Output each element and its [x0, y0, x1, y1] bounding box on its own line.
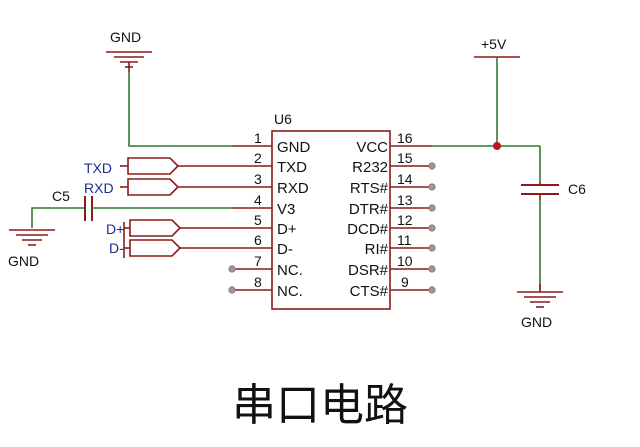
ic-ref-label: U6: [274, 111, 292, 127]
svg-text:NC.: NC.: [277, 283, 303, 300]
gnd-top-label: GND: [110, 29, 141, 45]
svg-text:RI#: RI#: [365, 241, 389, 258]
svg-text:7: 7: [254, 253, 262, 269]
svg-text:6: 6: [254, 232, 262, 248]
c5-capacitor: [84, 196, 93, 221]
gnd-right-symbol: [517, 284, 563, 308]
net-txd-label: TXD: [84, 160, 112, 176]
svg-text:1: 1: [254, 130, 262, 146]
svg-text:11: 11: [397, 232, 412, 248]
svg-text:RXD: RXD: [277, 180, 309, 197]
no-connect-markers: [228, 162, 436, 294]
left-pin-stubs: [232, 145, 272, 291]
svg-text:2: 2: [254, 150, 262, 166]
junction-dot: [493, 142, 501, 150]
svg-text:DSR#: DSR#: [348, 262, 389, 279]
dplus-dminus-ports: [123, 219, 182, 258]
svg-text:4: 4: [254, 192, 262, 208]
c6-capacitor: [521, 182, 559, 200]
gnd-top-wire: [128, 72, 232, 147]
svg-text:DTR#: DTR#: [349, 201, 389, 218]
svg-text:NC.: NC.: [277, 262, 303, 279]
right-pin-stubs: [390, 145, 432, 291]
svg-text:TXD: TXD: [277, 159, 307, 176]
ic-body: [271, 130, 391, 310]
svg-text:R232: R232: [352, 159, 388, 176]
diagram-title: 串口电路: [232, 380, 408, 431]
svg-text:13: 13: [397, 192, 413, 208]
net-dplus-label: D+: [106, 221, 124, 237]
svg-text:VCC: VCC: [356, 139, 388, 156]
vcc-label: +5V: [481, 36, 507, 52]
svg-text:V3: V3: [277, 201, 295, 218]
svg-text:RTS#: RTS#: [350, 180, 389, 197]
c5-label: C5: [52, 188, 70, 204]
svg-text:16: 16: [397, 130, 413, 146]
svg-text:CTS#: CTS#: [350, 283, 389, 300]
net-dminus-label: D-: [109, 240, 124, 256]
right-pin-numbers: 16 15 14 13 12 11 10 9: [397, 130, 413, 290]
right-pin-names: VCC R232 RTS# DTR# DCD# RI# DSR# CTS#: [347, 139, 389, 300]
svg-text:15: 15: [397, 150, 413, 166]
svg-text:GND: GND: [277, 139, 311, 156]
svg-text:5: 5: [254, 212, 262, 228]
svg-text:10: 10: [397, 253, 413, 269]
svg-text:D-: D-: [277, 241, 293, 258]
svg-text:14: 14: [397, 171, 413, 187]
c6-label: C6: [568, 181, 586, 197]
net-rxd-label: RXD: [84, 180, 114, 196]
gnd-top-symbol: [106, 51, 152, 72]
svg-text:DCD#: DCD#: [347, 221, 388, 238]
c5-gnd-wire: [31, 207, 85, 228]
svg-text:8: 8: [254, 274, 262, 290]
left-pin-numbers: 1 2 3 4 5 6 7 8: [254, 130, 262, 290]
gnd-left-symbol: [9, 229, 55, 246]
svg-text:3: 3: [254, 171, 262, 187]
gnd-left-label: GND: [8, 253, 39, 269]
gnd-right-label: GND: [521, 314, 552, 330]
svg-text:12: 12: [397, 212, 413, 228]
svg-text:D+: D+: [277, 221, 297, 238]
left-pin-names: GND TXD RXD V3 D+ D- NC. NC.: [277, 139, 311, 300]
txd-rxd-ports: [120, 157, 180, 196]
svg-text:9: 9: [401, 274, 409, 290]
